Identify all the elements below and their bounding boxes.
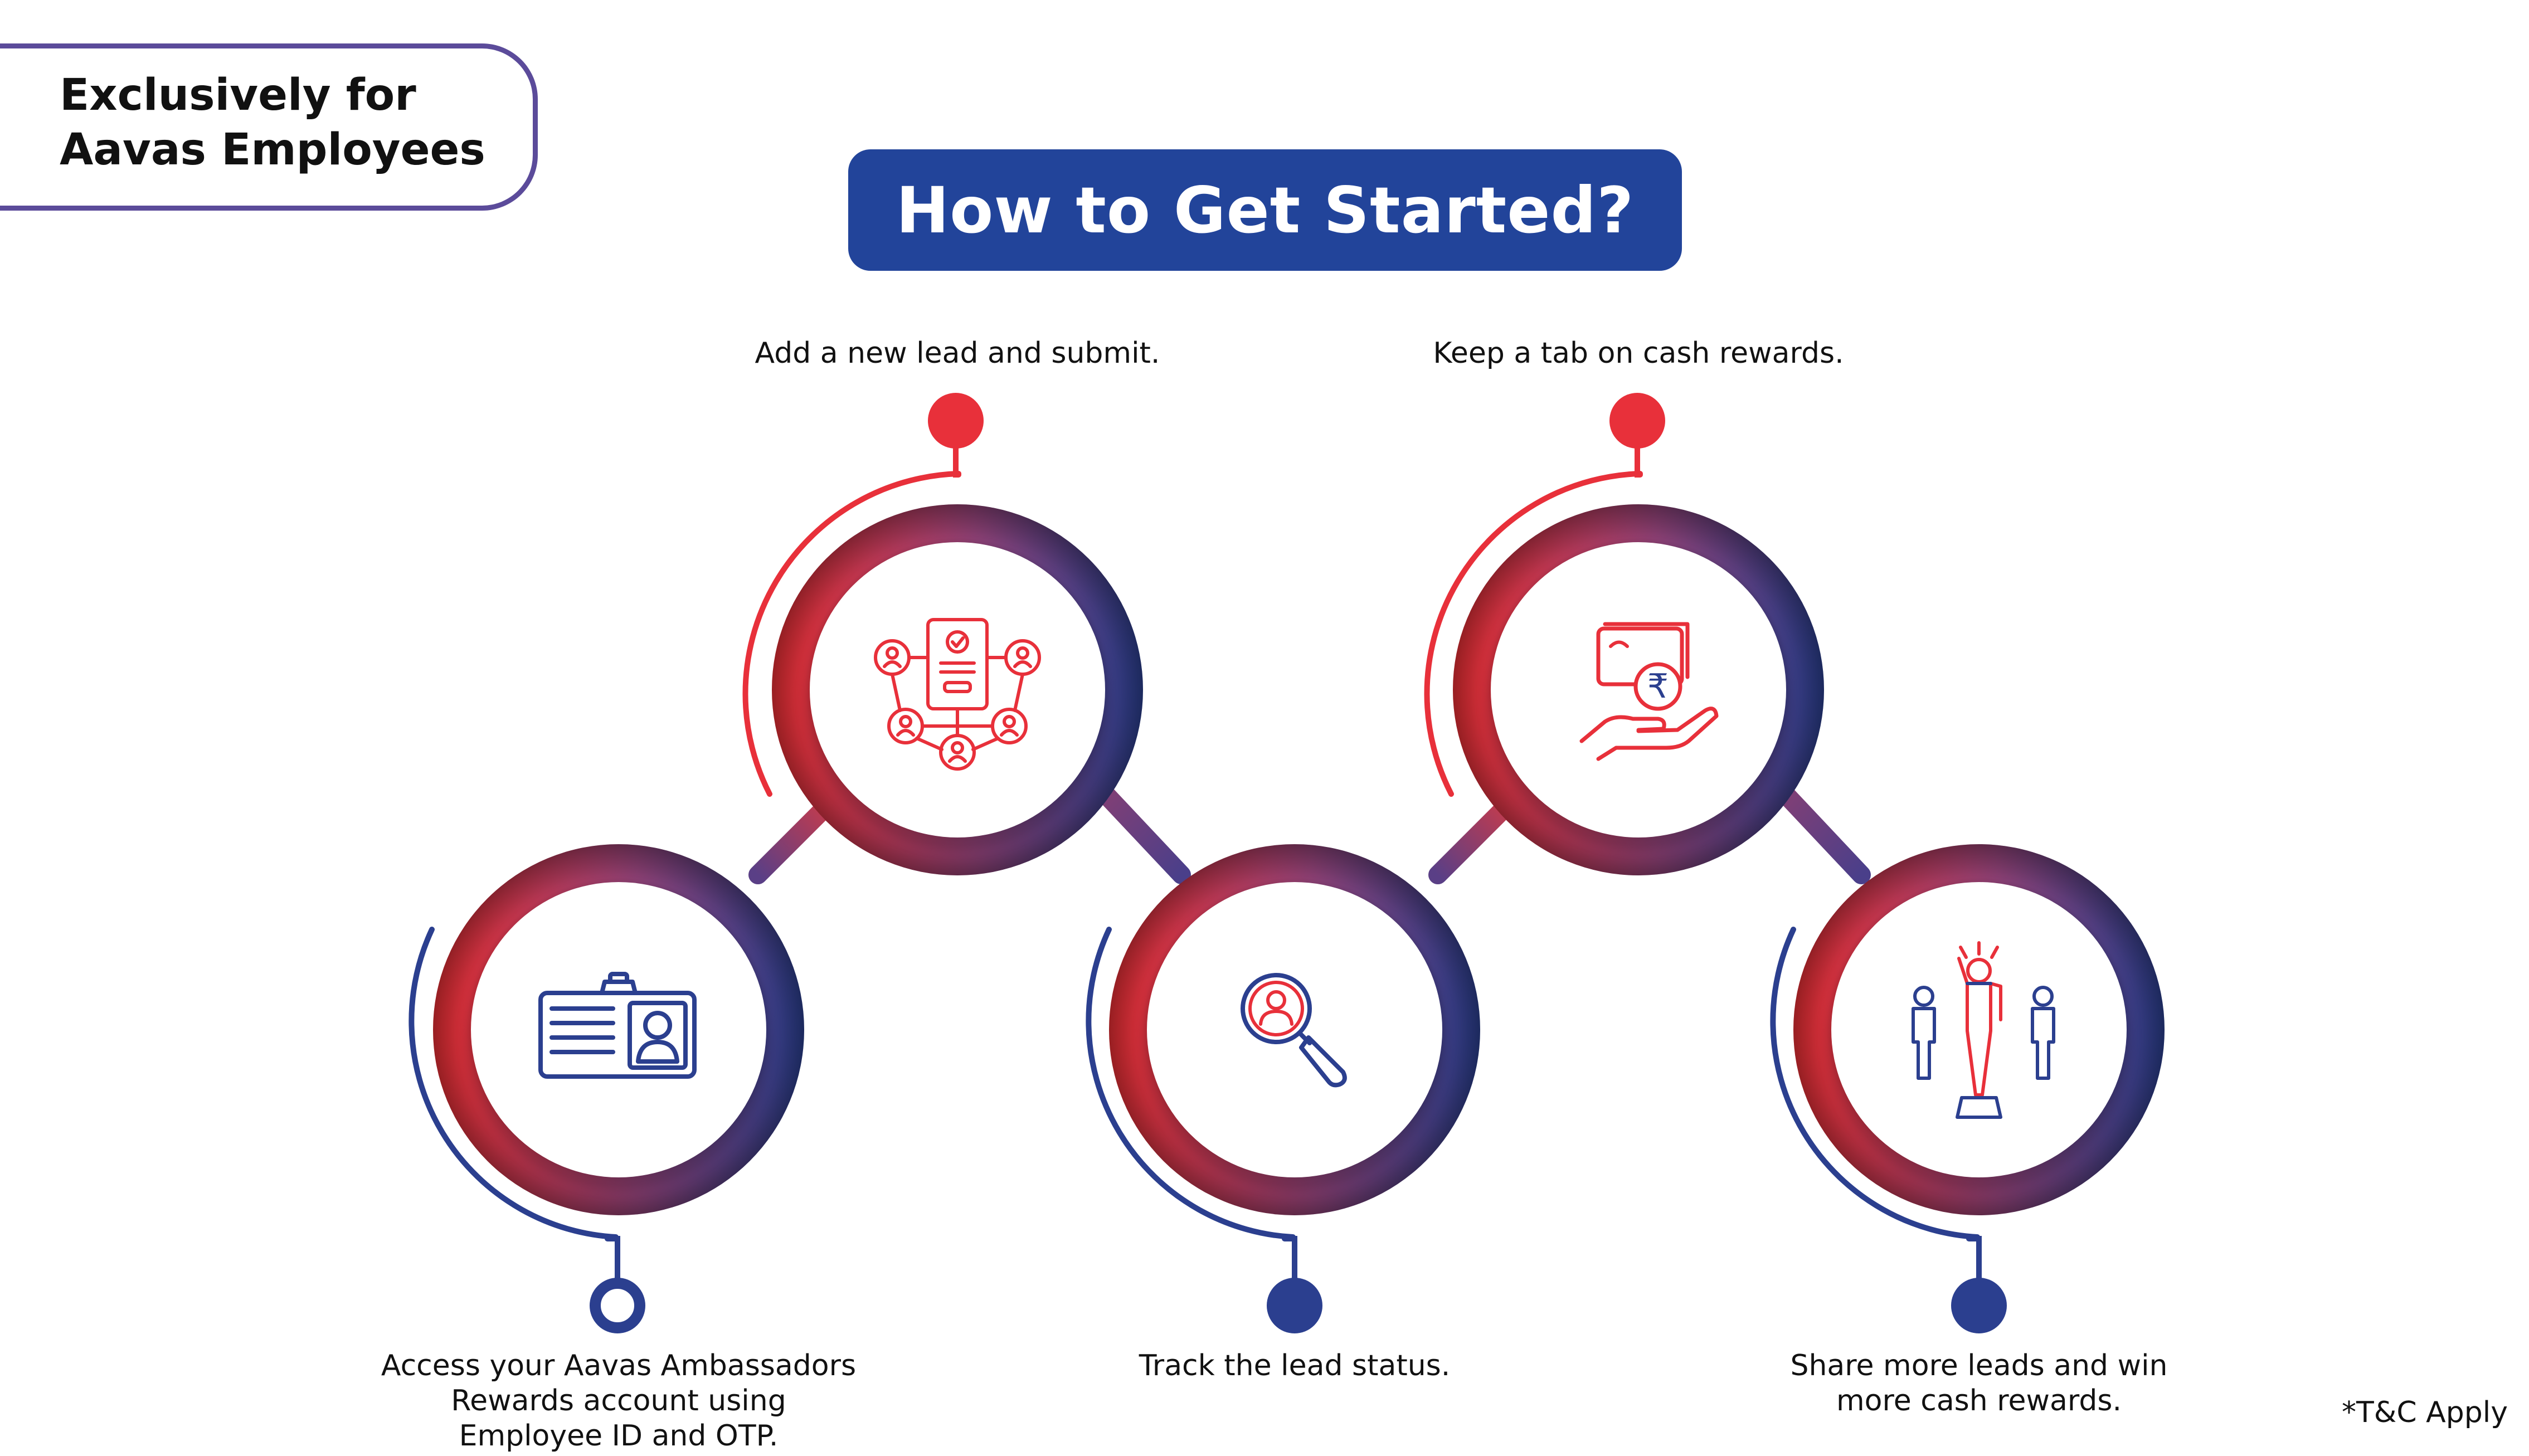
step-1-line-1: Access your Aavas Ambassadors xyxy=(381,1349,857,1382)
badge-label: Exclusively for Aavas Employees xyxy=(60,68,485,177)
step-2-caption: Add a new lead and submit. xyxy=(707,336,1208,371)
title-pill: How to Get Started? xyxy=(848,149,1682,271)
accent-arcs xyxy=(408,432,1982,1283)
step-3-line-1: Track the lead status. xyxy=(1139,1349,1451,1382)
step-4-line-1: Keep a tab on cash rewards. xyxy=(1433,337,1844,370)
step-dots xyxy=(590,393,2007,1333)
step-2-line-1: Add a new lead and submit. xyxy=(755,337,1160,370)
step-5-ring xyxy=(1793,844,2165,1215)
step-3-dot xyxy=(1267,1278,1322,1333)
step-1-dot xyxy=(590,1278,645,1333)
step-4-dot xyxy=(1609,393,1665,449)
step-1-line-3: Employee ID and OTP. xyxy=(459,1419,779,1453)
id-card-icon xyxy=(538,972,697,1079)
step-rings xyxy=(433,504,2165,1215)
page-title: How to Get Started? xyxy=(896,173,1635,247)
step-5-caption: Share more leads and win more cash rewar… xyxy=(1728,1348,2230,1419)
magnifier-person-icon xyxy=(1241,973,1347,1088)
step-1-line-2: Rewards account using xyxy=(451,1384,786,1418)
terms-disclaimer: *T&C Apply xyxy=(2342,1396,2508,1429)
step-5-dot xyxy=(1951,1278,2007,1333)
badge-line-1: Exclusively for xyxy=(60,70,416,120)
winner-podium-icon xyxy=(1912,941,2055,1119)
step-5-line-1: Share more leads and win xyxy=(1790,1349,2168,1382)
step-1-caption: Access your Aavas Ambassadors Rewards ac… xyxy=(368,1348,869,1454)
employee-badge xyxy=(0,43,538,211)
step-4-caption: Keep a tab on cash rewards. xyxy=(1388,336,1889,371)
lead-network-icon xyxy=(874,618,1041,771)
step-1-ring xyxy=(433,844,804,1215)
step-5-line-2: more cash rewards. xyxy=(1836,1384,2122,1418)
step-2-dot xyxy=(928,393,984,449)
svg-text:₹: ₹ xyxy=(1647,667,1669,706)
step-3-caption: Track the lead status. xyxy=(1044,1348,1545,1384)
rupee-cash-hand-icon: ₹ xyxy=(1579,622,1719,761)
badge-line-2: Aavas Employees xyxy=(60,125,485,175)
step-3-ring xyxy=(1109,844,1480,1215)
